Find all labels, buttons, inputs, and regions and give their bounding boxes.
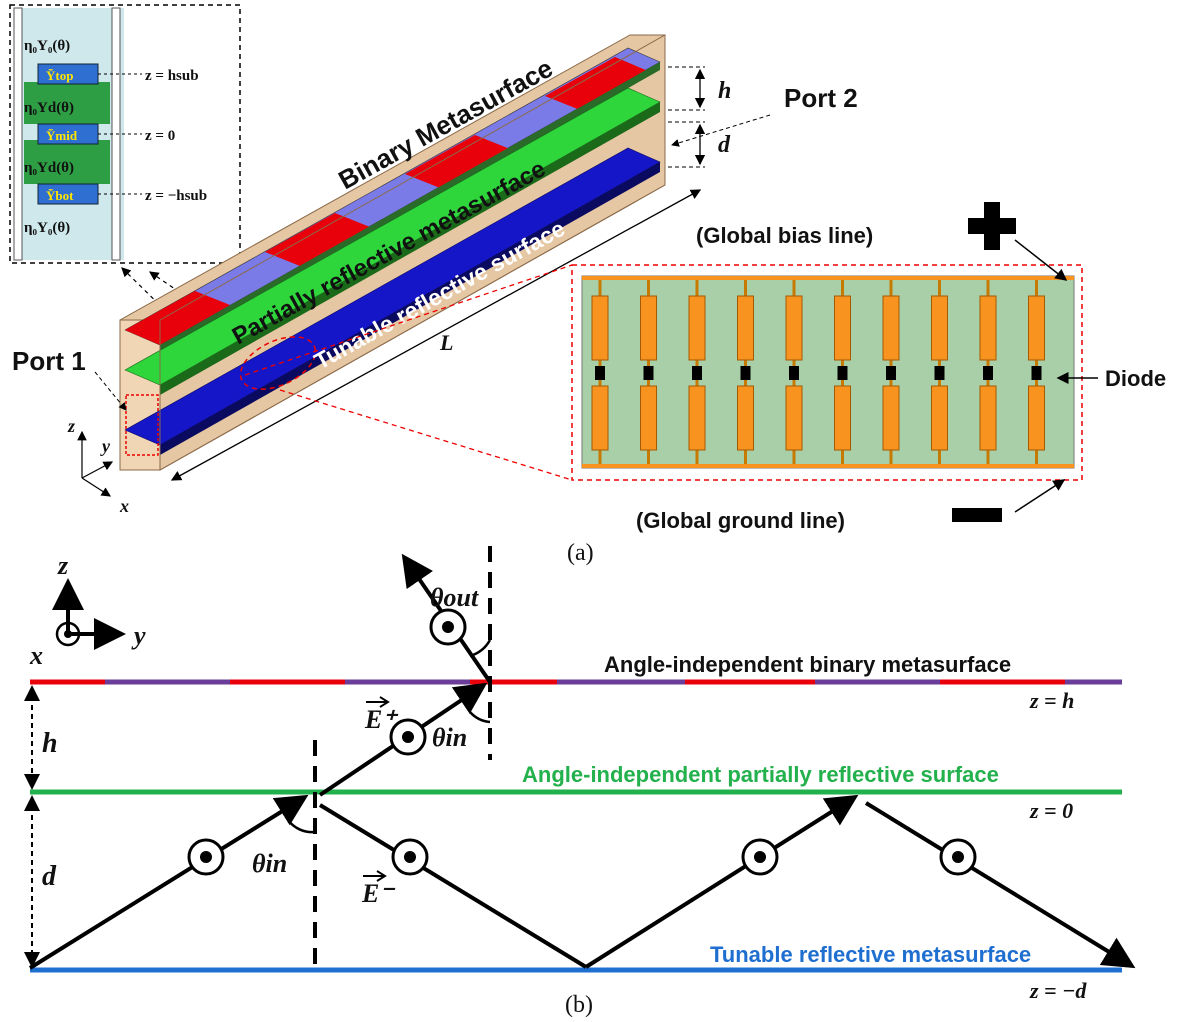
inductor-top [640,295,657,361]
inductor-bottom [591,385,609,451]
caption-a: (a) [567,540,594,566]
label-prs-b: Angle-independent partially reflective s… [522,762,999,787]
circuit-ymid: Ỹmid [46,128,78,143]
circuit-y0-top: η₀Y₀(θ) [24,38,70,54]
label-e-plus: E⁺ [364,705,398,734]
inductor-top [931,295,948,361]
inductor-bottom [640,385,657,451]
label-z-neg-d: z = −d [1029,978,1087,1003]
label-theta-in-2: θin [252,849,287,878]
inductor-top [979,295,997,361]
label-z-h: z = h [1029,688,1074,713]
label-tunable-b: Tunable reflective metasurface [710,942,1031,967]
circuit-yd-1: η₀Yd(θ) [24,100,74,116]
polarization-markers [187,608,977,876]
diode-element [789,366,799,380]
axis-a-y: y [100,436,111,456]
inductor-bottom [1028,385,1045,451]
axis-a-z: z [67,416,75,436]
label-theta-out: θout [430,583,479,612]
circuit-y0-bot: η₀Y₀(θ) [24,220,70,236]
inductor-top [882,295,900,361]
label-e-minus: E⁻ [361,879,395,908]
diode-element [692,366,702,380]
label-bias-line: (Global bias line) [696,223,873,248]
diode-element [886,366,896,380]
inductor-bottom [834,385,851,451]
label-ground-line: (Global ground line) [636,508,845,533]
circuit-ybot: Ỹbot [46,188,74,203]
inductor-bottom [931,385,948,451]
inductor-bottom [688,385,706,451]
inductor-top [785,295,803,361]
inductor-bottom [737,385,754,451]
panel-a: η₀Y₀(θ) Ỹtop η₀Yd(θ) Ỹmid η₀Yd(θ) Ỹbot η… [9,4,1166,566]
label-binary-b: Angle-independent binary metasurface [604,652,1011,677]
diode-element [595,366,605,380]
label-h-a: h [718,78,731,104]
inductor-top [1028,295,1045,361]
caption-b: (b) [565,992,593,1018]
diode-element [643,366,654,380]
label-L: L [439,330,453,355]
circuit-yd-2: η₀Yd(θ) [24,160,74,176]
label-theta-in-1: θin [432,723,467,752]
circuit-model: η₀Y₀(θ) Ỹtop η₀Yd(θ) Ỹmid η₀Yd(θ) Ỹbot η… [9,4,241,264]
diode-element [983,366,993,380]
axis-b-y: y [131,621,146,650]
label-d-b: d [42,861,57,892]
label-h-b: h [42,728,58,759]
axis-b-x: x [29,641,43,670]
circuit-ytop: Ỹtop [46,68,73,83]
inductor-top [591,295,609,361]
axes-a: z y x [67,416,129,516]
label-z-0: z = 0 [1029,798,1073,823]
label-diode: Diode [1105,366,1166,391]
inductor-bottom [979,385,997,451]
diode-element [837,366,848,380]
inductor-bottom [785,385,803,451]
inductor-bottom [882,385,900,451]
diode-element [934,366,945,380]
inductor-top [688,295,706,361]
label-d-a: d [718,132,731,158]
label-z-neg-hsub: z = −hsub [145,188,207,204]
label-port-1: Port 1 [12,346,86,376]
inductor-top [834,295,851,361]
axis-a-x: x [119,496,129,516]
label-port-2: Port 2 [784,83,858,113]
axes-b: z y x [29,551,146,670]
axis-b-z: z [57,551,69,580]
diode-element [740,366,751,380]
inductor-top [737,295,754,361]
plus-icon [968,202,1016,250]
label-z-0-circuit: z = 0 [145,128,175,144]
minus-icon [952,508,1002,522]
panel-b: z y x Angle-independent binary metasurfa… [24,546,1136,1018]
diode-element [1031,366,1042,380]
diode-inset: (Global bias line) (Global ground line) … [571,202,1166,533]
label-z-hsub: z = hsub [145,68,199,84]
